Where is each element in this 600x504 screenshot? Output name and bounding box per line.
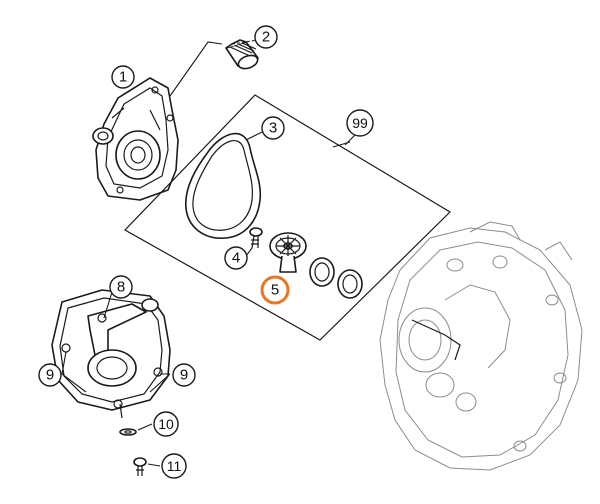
svg-text:9: 9 — [46, 367, 54, 384]
svg-text:1: 1 — [119, 69, 127, 86]
callout-9-left[interactable]: 9 — [38, 363, 62, 387]
leader-11 — [147, 463, 161, 467]
svg-text:4: 4 — [232, 250, 240, 267]
leader-9-right — [149, 373, 171, 393]
svg-text:9: 9 — [180, 367, 188, 384]
callout-8[interactable]: 8 — [109, 275, 133, 299]
svg-text:10: 10 — [158, 416, 174, 432]
water-pump-cover-part-8[interactable] — [51, 289, 171, 419]
leader-8 — [103, 291, 113, 319]
impeller-part-5[interactable] — [269, 232, 307, 273]
svg-text:3: 3 — [269, 120, 277, 137]
kit-99-frame — [124, 94, 451, 341]
svg-text:99: 99 — [352, 115, 368, 131]
tube-fitting-part-2[interactable] — [225, 39, 259, 71]
callout-4[interactable]: 4 — [224, 246, 248, 270]
clutch-cover[interactable] — [379, 221, 583, 471]
svg-text:8: 8 — [117, 279, 125, 296]
washer-part-10[interactable] — [119, 428, 137, 436]
leader-10 — [137, 423, 153, 431]
radial-shaft-seal[interactable] — [337, 269, 363, 299]
callout-1[interactable]: 1 — [111, 65, 135, 89]
callout-3[interactable]: 3 — [261, 116, 285, 140]
callout-10[interactable]: 10 — [153, 411, 179, 437]
leader-3-gasket — [245, 131, 263, 141]
leader-9-left — [61, 351, 87, 393]
svg-text:5: 5 — [271, 282, 279, 299]
callout-99[interactable]: 99 — [346, 109, 374, 137]
shaft-seal[interactable] — [309, 257, 335, 287]
water-pump-housing-part-1[interactable] — [92, 77, 179, 201]
svg-text:11: 11 — [167, 458, 182, 474]
gasket-part-3[interactable] — [185, 132, 262, 239]
svg-text:2: 2 — [262, 29, 270, 46]
screw-part-4[interactable] — [249, 227, 263, 249]
callout-5-selected[interactable]: 5 — [260, 275, 290, 305]
callout-11[interactable]: 11 — [161, 453, 187, 479]
callout-9-right[interactable]: 9 — [172, 363, 196, 387]
callout-2[interactable]: 2 — [254, 25, 278, 49]
screw-part-11[interactable] — [133, 457, 147, 476]
